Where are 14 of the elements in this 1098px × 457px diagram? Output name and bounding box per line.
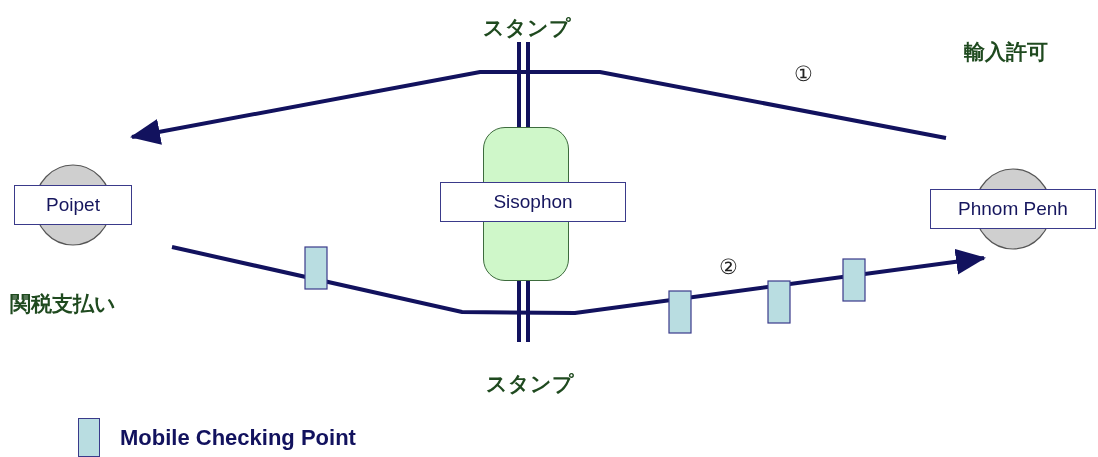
station-symbol: [930, 168, 1096, 250]
station-symbol: [14, 164, 132, 246]
annotation-text: スタンプ: [483, 15, 571, 42]
edge-label: ①: [793, 63, 814, 85]
station-label: Poipet: [14, 185, 132, 225]
annotation-text: スタンプ: [486, 371, 574, 398]
route-arrow: [171, 245, 986, 315]
route-arrow: [130, 70, 947, 145]
annotation-text: 輸入許可: [964, 39, 1048, 66]
annotation-text: 関税支払い: [10, 291, 116, 318]
town-label: Sisophon: [440, 182, 626, 222]
station-label: Phnom Penh: [930, 189, 1096, 229]
edge-label: ②: [718, 256, 739, 278]
legend-label: Mobile Checking Point: [120, 425, 356, 451]
